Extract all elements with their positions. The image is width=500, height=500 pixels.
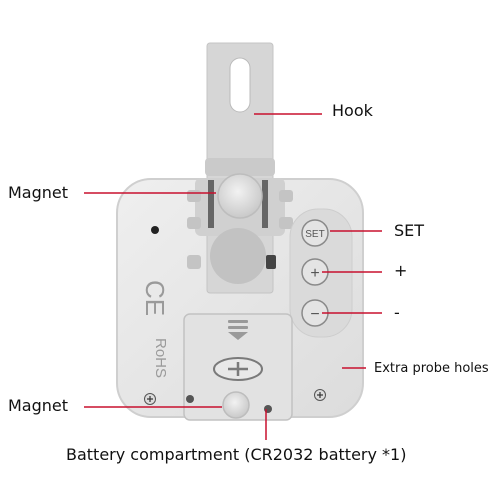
minus-button[interactable]: −: [301, 299, 329, 327]
screw-icon: [314, 389, 326, 401]
callout-lines: [84, 113, 382, 440]
probe-hole: [151, 226, 159, 234]
set-button[interactable]: SET: [301, 219, 329, 247]
hook-fold: [205, 158, 275, 176]
hinge-tab: [187, 217, 201, 229]
minus-label: -: [394, 303, 400, 322]
set-label: SET: [394, 221, 425, 240]
coin-slot-icon: [213, 357, 263, 381]
hook-label: Hook: [332, 101, 373, 120]
magnet-top: [217, 173, 263, 219]
magnet-bottom: [222, 391, 250, 419]
hook-slot: [229, 57, 251, 113]
probe-hole: [186, 395, 194, 403]
hinge-clip: [262, 180, 268, 228]
plus-label: +: [394, 261, 408, 280]
hinge-clip: [208, 180, 214, 228]
set-button-text: SET: [305, 229, 324, 240]
hinge-tab: [279, 190, 293, 202]
battery-compartment-label: Battery compartment (CR2032 battery *1): [66, 445, 407, 464]
rohs-mark: RoHS: [152, 338, 169, 378]
hinge-tab: [266, 255, 276, 269]
magnet-top-label: Magnet: [8, 183, 69, 202]
magnet-recess: [210, 228, 266, 284]
hinge-tab: [187, 190, 201, 202]
arrow-down-icon: [228, 320, 248, 340]
plus-button-text: +: [310, 265, 319, 282]
ce-mark: CE: [140, 280, 170, 316]
magnet-bottom-label: Magnet: [8, 396, 69, 415]
hinge-tab: [187, 255, 201, 269]
extra-probe-holes-label: Extra probe holes: [374, 361, 489, 376]
minus-button-text: −: [310, 306, 319, 323]
probe-hole: [264, 405, 272, 413]
hinge-tab: [279, 217, 293, 229]
screw-icon: [144, 393, 156, 405]
